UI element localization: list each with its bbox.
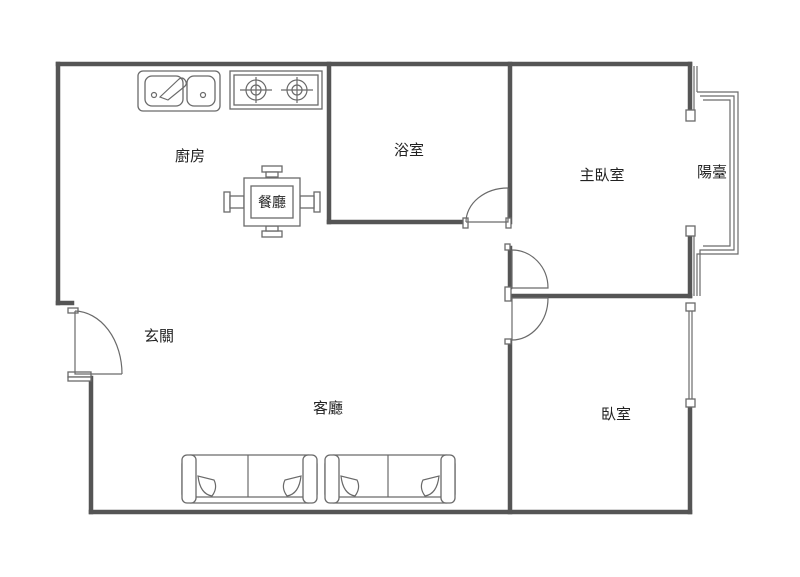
sofa-left xyxy=(181,454,318,504)
sofa-right xyxy=(324,454,456,504)
exterior-walls xyxy=(55,61,693,515)
room-label-dining: 餐廳 xyxy=(258,194,286,211)
room-label-bathroom: 浴室 xyxy=(394,141,424,159)
room-label-kitchen: 廚房 xyxy=(175,147,205,165)
bedroom-window xyxy=(688,311,693,399)
door-jambs xyxy=(67,109,696,408)
bathroom-door xyxy=(465,187,509,223)
entrance-door xyxy=(74,310,123,375)
balcony xyxy=(693,66,739,296)
stove xyxy=(229,70,323,110)
bedroom-door xyxy=(511,297,549,341)
room-label-living-room: 客廳 xyxy=(313,399,343,417)
room-label-balcony: 陽臺 xyxy=(697,163,727,181)
room-label-bedroom: 臥室 xyxy=(601,405,631,423)
kitchen-sink xyxy=(137,70,221,112)
room-label-entrance: 玄關 xyxy=(144,327,174,345)
dining-table xyxy=(223,165,321,238)
room-label-master-bedroom: 主臥室 xyxy=(579,166,624,184)
interior-walls xyxy=(326,61,693,515)
living-door xyxy=(511,249,549,289)
